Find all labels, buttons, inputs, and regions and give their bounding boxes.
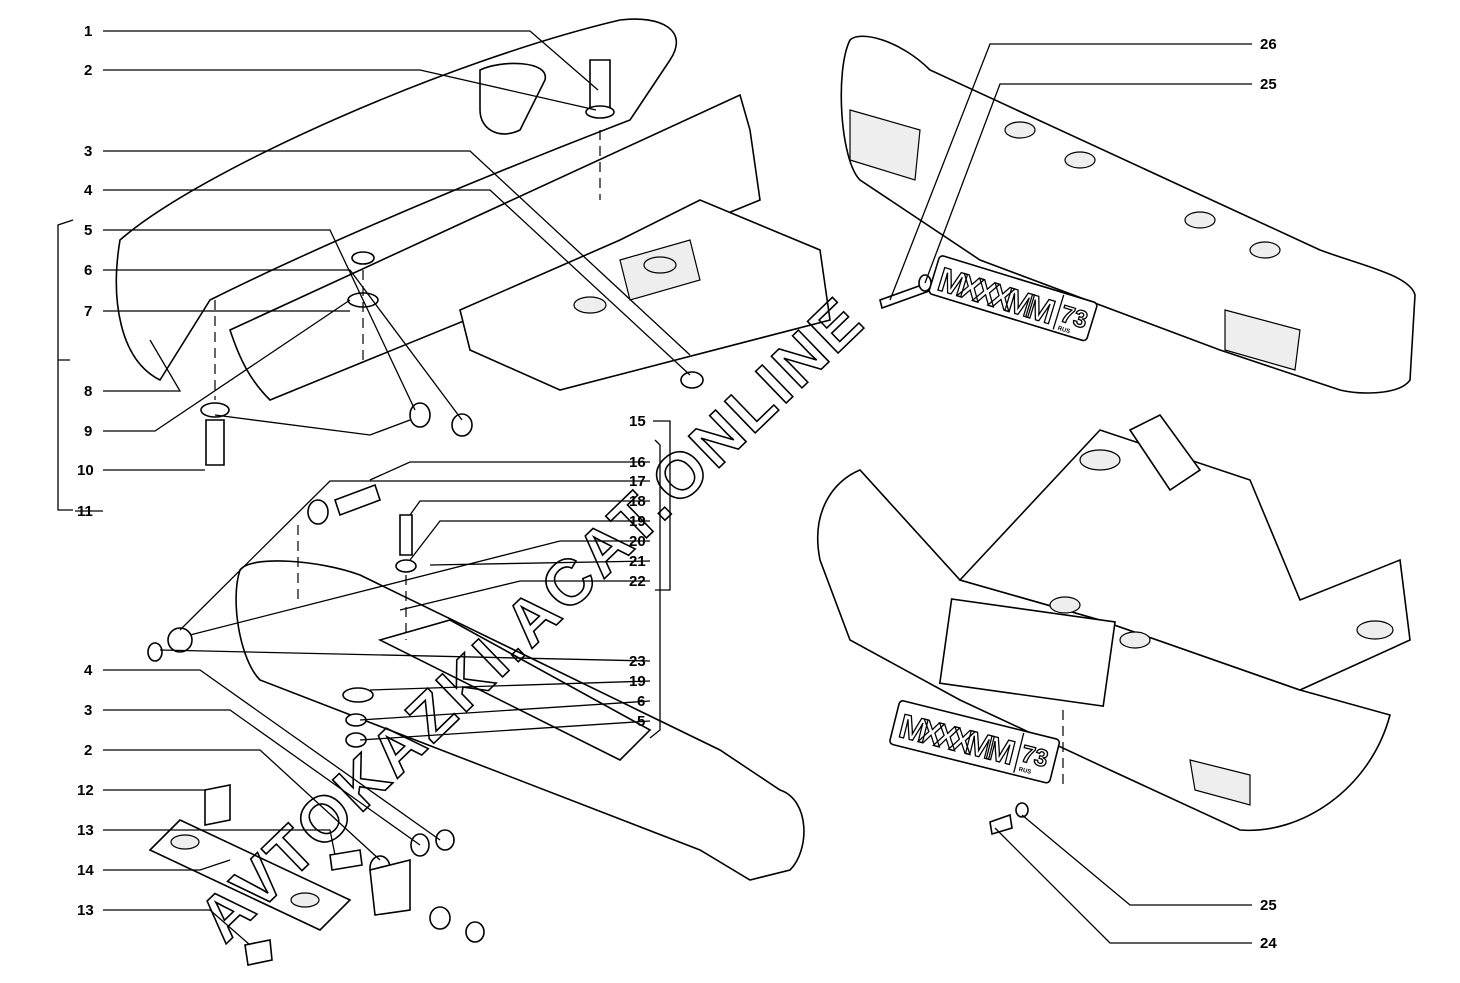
callout-label: 6: [84, 262, 92, 279]
callouts-left: 1 2 3 4 5 6 7 8 9 10 11: [77, 23, 94, 520]
callout-label: 13: [77, 822, 94, 839]
callouts-lower-left: 4 3 2 12 13 14 13: [77, 662, 94, 919]
callout-label: 16: [629, 454, 646, 471]
leader-lines: [57, 30, 1252, 946]
plate-country: RUS: [1018, 767, 1032, 776]
callout-label: 6: [637, 693, 645, 710]
callout-label: 1: [84, 23, 92, 40]
callout-label: 13: [77, 902, 94, 919]
callout-label: 3: [84, 702, 92, 719]
callout-label: 5: [637, 713, 645, 730]
callouts-right: 26 25 25 24: [1260, 36, 1277, 952]
callout-label: 14: [77, 862, 94, 879]
callout-label: 2: [84, 742, 92, 759]
callout-label: 18: [629, 493, 646, 510]
callout-label: 2: [84, 62, 92, 79]
callout-label: 21: [629, 553, 646, 570]
callout-label: 20: [629, 533, 646, 550]
callout-label: 4: [84, 182, 93, 199]
callout-label: 5: [84, 222, 92, 239]
callout-label: 3: [84, 143, 92, 160]
callout-label: 4: [84, 662, 93, 679]
plate-country: RUS: [1057, 326, 1071, 335]
rear-bumper-assembly: [115, 18, 831, 466]
callout-label: 8: [84, 383, 92, 400]
callout-label: 12: [77, 782, 94, 799]
callouts-middle: 15 16 17 18 19 20 21 22 23 19 6 5: [629, 413, 646, 730]
callout-label: 9: [84, 423, 92, 440]
callout-label: 11: [77, 503, 93, 520]
callout-label: 26: [1260, 36, 1277, 53]
callout-label: 10: [77, 462, 94, 479]
callout-label: 7: [84, 303, 92, 320]
callout-label: 24: [1260, 935, 1277, 952]
callout-label: 22: [629, 573, 646, 590]
callout-label: 19: [629, 513, 646, 530]
callout-label: 25: [1260, 76, 1277, 93]
callout-label: 17: [629, 473, 646, 490]
callout-labels: 1 2 3 4 5 6 7 8 9 10 11 15 16 17 18 19 2…: [77, 23, 1277, 952]
callout-label: 25: [1260, 897, 1277, 914]
rear-bumper-view-right: MXXXMM 73 RUS: [840, 35, 1416, 394]
callout-label: 23: [629, 653, 646, 670]
front-bumper-view-right: MXXXMM 73 RUS: [817, 413, 1411, 836]
callout-label: 19: [629, 673, 646, 690]
callout-label: 15: [629, 413, 646, 430]
